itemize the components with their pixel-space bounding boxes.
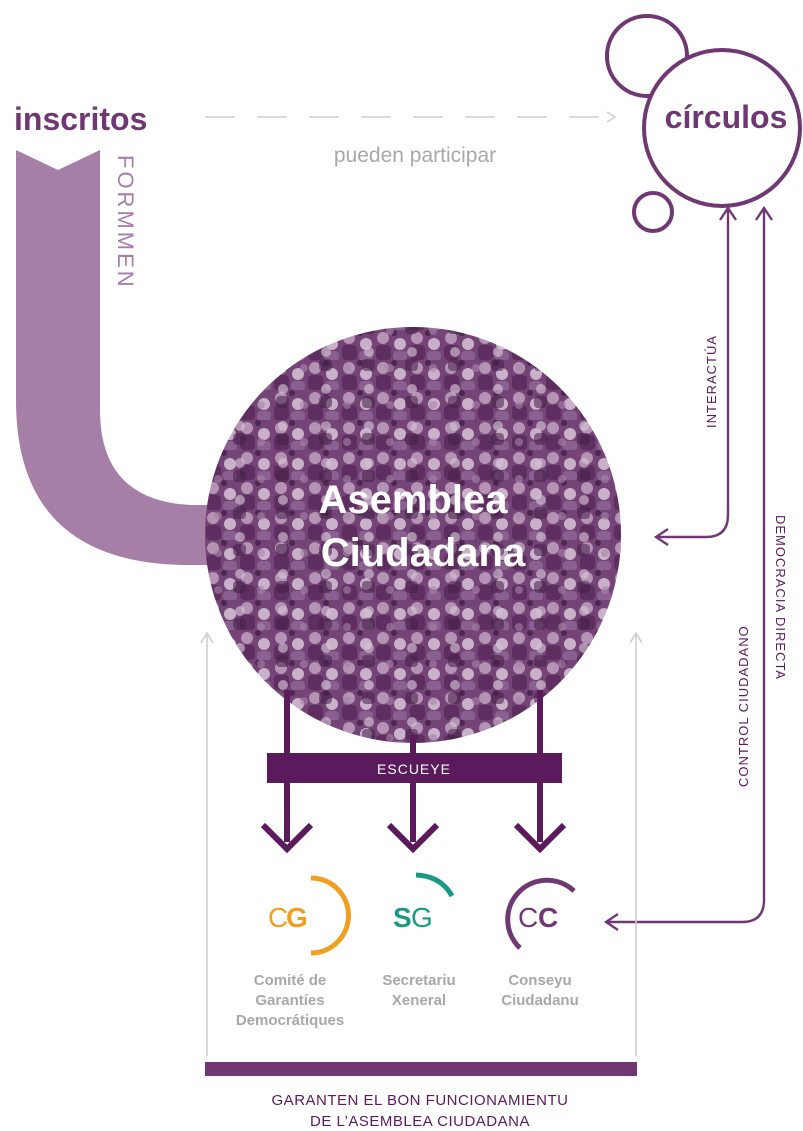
interactua-connector: [658, 210, 730, 539]
escueye-arrowhead-1: [260, 822, 314, 854]
svg-text:S: S: [393, 902, 412, 933]
svg-text:Garantíes: Garantíes: [255, 992, 324, 1009]
control-ciudadano-label: CONTROL CIUDADANO: [736, 625, 751, 787]
circulos-label: círculos: [665, 99, 788, 135]
footer-arrowhead-left: [200, 631, 214, 644]
svg-text:Conseyu: Conseyu: [508, 972, 571, 989]
pueden-participar-label: pueden participar: [334, 144, 496, 167]
interactua-arrowhead-up: [719, 205, 737, 221]
circulos-bubble: [642, 48, 802, 208]
svg-text:G: G: [286, 902, 308, 933]
asemblea-title-line2: Ciudadana: [321, 531, 526, 575]
interactua-label: INTERACTÚA: [704, 335, 719, 428]
asemblea-photo: [205, 327, 621, 743]
bubble-tiny: [632, 191, 674, 233]
svg-text:C: C: [538, 902, 558, 933]
interactua-arrowhead-left: [653, 528, 669, 546]
svg-text:Democrátiques: Democrátiques: [236, 1012, 344, 1029]
cc-caption: Conseyu Ciudadanu: [501, 972, 579, 1009]
svg-text:Secretariu: Secretariu: [382, 972, 455, 989]
formmen-band: [16, 150, 220, 565]
svg-text:C: C: [518, 902, 538, 933]
asemblea-title-line1: Asemblea: [319, 478, 509, 522]
sg-logo: S G: [393, 872, 455, 933]
svg-text:C: C: [268, 902, 288, 933]
democracia-directa-label: DEMOCRACIA DIRECTA: [773, 515, 788, 680]
footer-bar: [205, 1062, 637, 1076]
svg-text:Comité de: Comité de: [254, 972, 327, 989]
sg-caption: Secretariu Xeneral: [382, 972, 455, 1009]
footer-arrowhead-right: [629, 631, 643, 644]
formmen-label: FORMMEN: [113, 155, 138, 290]
democracia-connector: [608, 210, 766, 924]
footer-line1: GARANTEN EL BON FUNCIONAMIENTU: [272, 1092, 569, 1109]
inscritos-label: inscritos: [14, 101, 147, 137]
democracia-arrowhead-up: [755, 205, 773, 221]
escueye-arrowhead-2: [386, 822, 440, 854]
escueye-bar: [267, 753, 562, 783]
svg-text:Ciudadanu: Ciudadanu: [501, 992, 579, 1009]
cc-logo: C C: [505, 877, 576, 950]
bubble-small-top: [605, 14, 689, 98]
svg-text:Xeneral: Xeneral: [392, 992, 446, 1009]
escueye-label: ESCUEYE: [377, 761, 451, 777]
footer-line2: DE L’ASEMBLEA CIUDADANA: [310, 1113, 530, 1130]
cg-logo: C G: [268, 875, 351, 956]
escueye-arrowhead-3: [513, 822, 567, 854]
democracia-arrowhead-left: [603, 913, 619, 931]
cg-caption: Comité de Garantíes Democrátiques: [236, 972, 344, 1029]
svg-text:G: G: [411, 902, 433, 933]
